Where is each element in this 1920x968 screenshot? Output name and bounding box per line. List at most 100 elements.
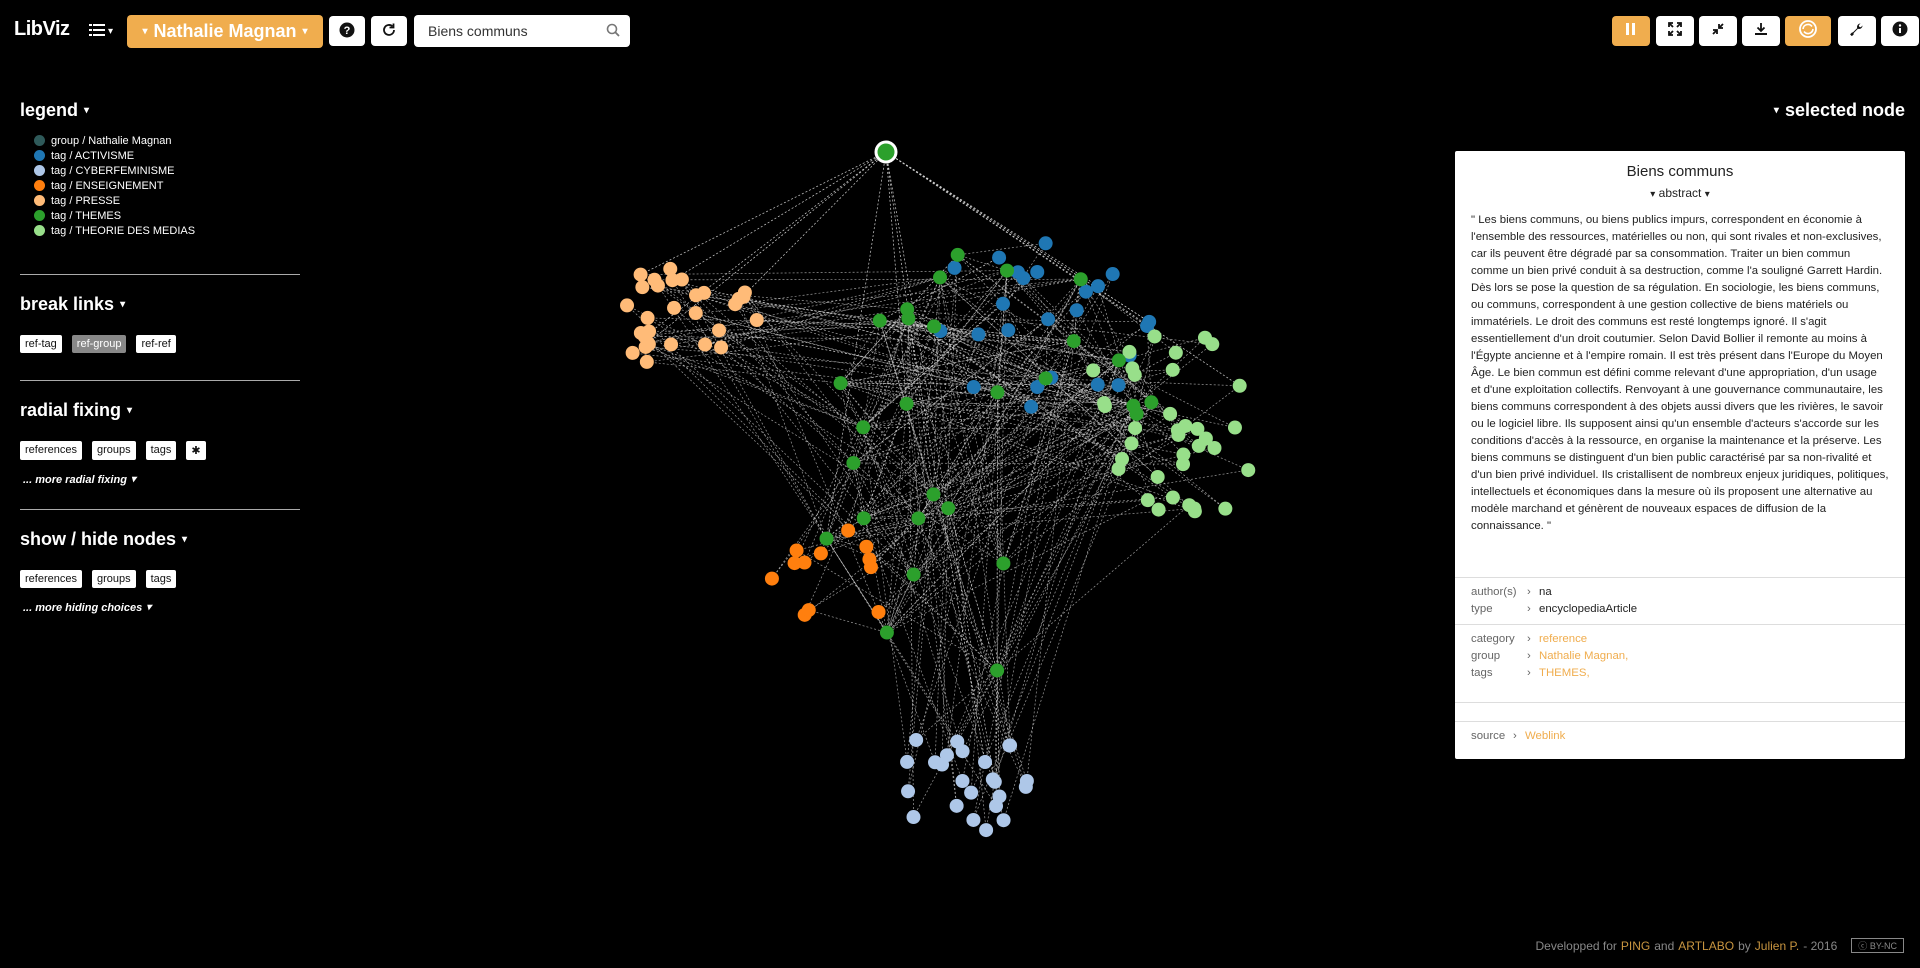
graph-node[interactable] bbox=[1124, 436, 1139, 451]
graph-node[interactable] bbox=[764, 571, 779, 586]
graph-node[interactable] bbox=[1001, 323, 1016, 338]
category-link[interactable]: reference bbox=[1539, 633, 1588, 645]
tags-link[interactable]: THEMES, bbox=[1539, 667, 1590, 679]
graph-node[interactable] bbox=[859, 539, 874, 554]
pause-button[interactable] bbox=[1612, 16, 1650, 46]
graph-node[interactable] bbox=[1151, 502, 1166, 517]
graph-node[interactable] bbox=[1041, 312, 1056, 327]
graph-node[interactable] bbox=[992, 789, 1007, 804]
graph-node[interactable] bbox=[1122, 344, 1137, 359]
graph-node[interactable] bbox=[1191, 438, 1206, 453]
graph-node[interactable] bbox=[1016, 271, 1031, 286]
fullscreen-button[interactable] bbox=[1656, 16, 1694, 46]
graph-node[interactable] bbox=[1111, 461, 1126, 476]
graph-node[interactable] bbox=[1207, 440, 1222, 455]
graph-node[interactable] bbox=[872, 313, 887, 328]
graph-node[interactable] bbox=[1140, 493, 1155, 508]
chip-groups[interactable]: groups bbox=[91, 441, 136, 460]
graph-node[interactable] bbox=[971, 327, 986, 342]
graph-node[interactable] bbox=[1176, 447, 1191, 462]
radial-fixing-toggle[interactable]: radial fixing ▾ bbox=[20, 400, 206, 421]
graph-node[interactable] bbox=[1187, 504, 1202, 519]
graph-node[interactable] bbox=[949, 798, 964, 813]
chip-ref-group[interactable]: ref-group bbox=[71, 335, 127, 353]
graph-node[interactable] bbox=[966, 380, 981, 395]
graph-node[interactable] bbox=[900, 754, 915, 769]
chip-groups[interactable]: groups bbox=[91, 570, 136, 588]
graph-node[interactable] bbox=[1111, 353, 1126, 368]
graph-node[interactable] bbox=[1144, 395, 1159, 410]
graph-node[interactable] bbox=[833, 376, 848, 391]
chip-tags[interactable]: tags bbox=[145, 570, 177, 588]
graph-node[interactable] bbox=[663, 261, 678, 276]
graph-node[interactable] bbox=[1165, 362, 1180, 377]
search-input[interactable] bbox=[426, 22, 596, 40]
graph-node[interactable] bbox=[1128, 421, 1143, 436]
sync-button[interactable] bbox=[1785, 16, 1831, 46]
graph-node[interactable] bbox=[637, 329, 652, 344]
graph-node[interactable] bbox=[620, 298, 635, 313]
graph-node[interactable] bbox=[633, 325, 648, 340]
app-logo[interactable]: LibViz bbox=[14, 18, 70, 40]
graph-node[interactable] bbox=[1182, 498, 1197, 513]
graph-node[interactable] bbox=[985, 772, 1000, 787]
graph-node[interactable] bbox=[1019, 773, 1034, 788]
graph-node[interactable] bbox=[996, 556, 1011, 571]
graph-node[interactable] bbox=[899, 396, 914, 411]
graph-node[interactable] bbox=[1024, 399, 1039, 414]
graph-node[interactable] bbox=[789, 543, 804, 558]
graph-node[interactable] bbox=[995, 296, 1010, 311]
graph-node[interactable] bbox=[688, 306, 703, 321]
settings-button[interactable] bbox=[1838, 16, 1876, 46]
graph-node[interactable] bbox=[941, 501, 956, 516]
graph-node[interactable] bbox=[641, 337, 656, 352]
graph-node[interactable] bbox=[1105, 267, 1120, 282]
graph-node[interactable] bbox=[1030, 264, 1045, 279]
graph-node[interactable] bbox=[689, 288, 704, 303]
graph-node[interactable] bbox=[933, 270, 948, 285]
graph-node[interactable] bbox=[639, 354, 654, 369]
help-button[interactable]: ? bbox=[329, 16, 365, 46]
graph-node[interactable] bbox=[1168, 345, 1183, 360]
graph-node[interactable] bbox=[1003, 738, 1018, 753]
graph-node[interactable] bbox=[1227, 420, 1242, 435]
graph-node[interactable] bbox=[813, 546, 828, 561]
graph-node[interactable] bbox=[1197, 330, 1212, 345]
graph-node[interactable] bbox=[749, 313, 764, 328]
graph-node[interactable] bbox=[1115, 452, 1130, 467]
graph-node[interactable] bbox=[731, 291, 746, 306]
search-icon[interactable] bbox=[606, 23, 620, 42]
graph-node[interactable] bbox=[955, 744, 970, 759]
graph-node[interactable] bbox=[728, 297, 743, 312]
graph-node[interactable] bbox=[1097, 396, 1112, 411]
graph-node[interactable] bbox=[1165, 490, 1180, 505]
source-link[interactable]: Weblink bbox=[1525, 730, 1566, 742]
refresh-button[interactable] bbox=[371, 16, 407, 46]
graph-node[interactable] bbox=[901, 311, 916, 326]
graph-node[interactable] bbox=[642, 324, 657, 339]
graph-node[interactable] bbox=[1218, 501, 1233, 516]
menu-button[interactable]: ▾ bbox=[84, 16, 118, 46]
chip-tags[interactable]: tags bbox=[145, 441, 177, 460]
graph-node[interactable] bbox=[797, 555, 812, 570]
graph-node[interactable] bbox=[1126, 398, 1141, 413]
graph-node[interactable] bbox=[697, 285, 712, 300]
graph-node[interactable] bbox=[856, 511, 871, 526]
graph-node[interactable] bbox=[964, 785, 979, 800]
graph-node[interactable] bbox=[1142, 314, 1157, 329]
graph-node[interactable] bbox=[1000, 263, 1015, 278]
graph-node[interactable] bbox=[900, 302, 915, 317]
graph-node[interactable] bbox=[990, 385, 1005, 400]
graph-node[interactable] bbox=[1091, 279, 1106, 294]
footer-artlabo-link[interactable]: ARTLABO bbox=[1678, 938, 1735, 953]
graph-node[interactable] bbox=[1044, 370, 1059, 385]
graph-node[interactable] bbox=[1147, 329, 1162, 344]
graph-node[interactable] bbox=[1163, 406, 1178, 421]
graph-node[interactable] bbox=[1178, 418, 1193, 433]
graph-node[interactable] bbox=[819, 531, 834, 546]
graph-node[interactable] bbox=[926, 487, 941, 502]
graph-node[interactable] bbox=[856, 420, 871, 435]
graph-node[interactable] bbox=[1038, 236, 1053, 251]
graph-node[interactable] bbox=[862, 552, 877, 567]
graph-node[interactable] bbox=[906, 567, 921, 582]
